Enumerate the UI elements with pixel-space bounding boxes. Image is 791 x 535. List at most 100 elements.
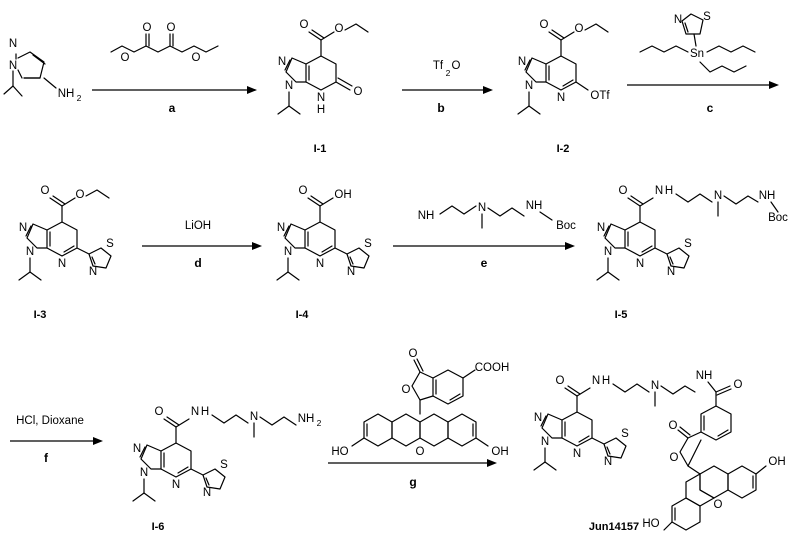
atom-n: N [277,222,285,234]
atom-n: N [655,185,663,197]
atom-n: N [317,92,325,104]
compound-label-i3: I-3 [34,309,47,321]
atom-o: O [155,406,164,418]
atom-o: O [192,52,201,64]
arrow-step-a: a [92,86,257,115]
atom-oh: OH [768,456,785,468]
atom-s: S [106,238,114,250]
atom-n: N [133,443,141,455]
atom-n: N [26,246,34,258]
atom-o: O [167,22,176,34]
reagent-e-structure: NH N NH Boc [418,200,576,232]
atom-n: N [284,246,292,258]
atom-n: N [316,258,324,270]
atom-n: N [89,266,97,278]
atom-ho: HO [642,518,659,530]
atom-oh: OH [334,189,351,201]
atom-n: N [203,487,211,499]
atom-n: N [714,190,722,202]
compound-i4: N N N S N O OH I-4 [276,185,372,321]
step-label-d: d [194,256,201,270]
atom-n: N [347,266,355,278]
atom-n: N [478,202,486,214]
atom-h: H [602,375,610,387]
atom-nh2: NH [58,88,75,100]
atom-n: N [636,258,644,270]
atom-n: N [285,80,293,92]
atom-s: S [621,428,629,440]
reagent-c-structure: S N Sn [639,11,756,73]
atom-n: N [667,266,675,278]
compound-label-i1: I-1 [314,143,327,155]
starting-material: N N NH 2 [3,38,82,103]
step-label-f: f [44,451,49,465]
atom-o: O [669,420,678,432]
atom-o: O [670,452,679,464]
compound-label-i5: I-5 [615,309,628,321]
step-label-e: e [481,256,488,270]
atom-h: H [317,104,325,116]
atom-nh: NH [526,200,543,212]
atom-n: N [140,467,148,479]
atom-o: O [41,185,50,197]
reagent-b: Tf [433,60,444,72]
atom-otf: OTf [590,90,610,102]
step-label-a: a [169,101,176,115]
reagent-g-structure: COOH O O O HO OH [331,348,509,458]
atom-o: O [409,348,418,360]
atom-n: N [191,406,199,418]
atom-o: O [143,22,152,34]
atom-n: N [9,38,17,50]
atom-n: N [651,380,659,392]
atom-n: N [604,246,612,258]
atom-s: S [364,238,372,250]
compound-i1: N N N H O O O I-1 [277,19,369,155]
arrow-step-b: Tf 2 O b [402,60,493,115]
atom-boc: Boc [768,212,788,224]
atom-o: O [402,384,411,396]
reagent-b-subscript: 2 [446,68,451,78]
atom-n: N [58,258,66,270]
atom-n: N [250,411,258,423]
atom-o: O [76,189,85,201]
atom-o: O [714,499,723,511]
atom-n: N [278,56,286,68]
atom-nh2-subscript: 2 [317,418,322,428]
atom-o: O [121,52,130,64]
step-label-c: c [707,101,714,115]
compound-label-i2: I-2 [557,143,570,155]
atom-n: N [525,80,533,92]
atom-n: N [541,436,549,448]
atom-n: N [597,222,605,234]
arrow-step-e: e [393,242,575,270]
compound-label-i6: I-6 [152,521,165,533]
compound-i5: N N N S N O N H N NH Boc I-5 [596,185,788,321]
atom-o: O [335,23,344,35]
atom-n: N [518,56,526,68]
atom-s: S [703,11,711,23]
step-label-g: g [409,475,416,489]
atom-h: H [201,406,209,418]
compound-label-jun14157: Jun14157 [589,521,639,533]
atom-sn: Sn [690,48,704,60]
atom-cooh: COOH [475,362,510,374]
atom-s: S [684,238,692,250]
atom-n: N [19,222,27,234]
compound-i3: N N N S N O O I-3 [18,185,114,321]
compound-i6: N N N S N O N H N NH 2 I-6 [132,406,322,533]
atom-n: N [534,412,542,424]
arrow-step-f: HCl, Dioxane f [10,415,103,465]
reagent-a-structure: O O O O [110,22,219,64]
reagent-b-oxygen: O [452,60,461,72]
atom-o: O [299,185,308,197]
atom-nh2-subscript: 2 [77,93,82,103]
atom-n: N [172,479,180,491]
atom-o: O [540,19,549,31]
atom-s: S [220,459,228,471]
atom-oh: OH [491,446,508,458]
atom-o: O [354,86,363,98]
atom-o: O [416,446,425,458]
atom-h: H [665,185,673,197]
arrow-step-d: LiOH d [142,220,262,270]
